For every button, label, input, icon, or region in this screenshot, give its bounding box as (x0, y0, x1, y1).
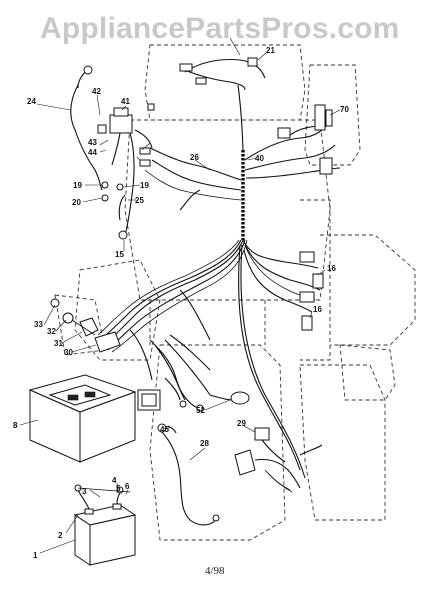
battery-box (28, 374, 137, 463)
upper-wiring (179, 57, 333, 175)
watermark: AppliancePartsPros.com (40, 12, 400, 45)
callout-40: 40 (255, 154, 264, 163)
callout-30: 30 (64, 348, 73, 357)
callout-45: 45 (160, 425, 169, 434)
chassis-outline (54, 44, 416, 541)
callout-19a: 19 (73, 181, 82, 190)
callout-20: 20 (72, 198, 81, 207)
callout-8: 8 (13, 421, 18, 430)
callout-28: 28 (200, 439, 209, 448)
page-footer: 4/98 (205, 565, 225, 577)
callout-21: 21 (266, 46, 275, 55)
solenoid-area (70, 65, 155, 240)
callout-19b: 19 (140, 181, 149, 190)
callout-25: 25 (135, 196, 144, 205)
battery (73, 484, 137, 566)
callout-44: 44 (88, 148, 97, 157)
callout-24: 24 (27, 97, 36, 106)
middle-components (137, 377, 250, 526)
leader-lines (19, 37, 341, 554)
callout-16a: 16 (327, 264, 336, 273)
callout-6: 6 (125, 482, 130, 491)
right-connectors (299, 251, 324, 331)
callout-4: 4 (112, 476, 117, 485)
callout-33: 33 (34, 320, 43, 329)
callout-32: 32 (47, 327, 56, 336)
callout-16b: 16 (313, 305, 322, 314)
callout-5: 5 (116, 484, 121, 493)
callout-3: 3 (82, 487, 87, 496)
callout-15: 15 (115, 250, 124, 259)
callout-labels: 1 2 3 4 5 6 8 15 16 16 19 19 20 21 24 25… (13, 46, 349, 560)
left-connectors (50, 298, 121, 353)
main-harness (97, 84, 341, 479)
callout-42: 42 (92, 87, 101, 96)
callout-70: 70 (340, 105, 349, 114)
callout-31: 31 (54, 339, 63, 348)
callout-2: 2 (58, 531, 63, 540)
callout-43: 43 (88, 138, 97, 147)
callout-1: 1 (33, 551, 38, 560)
callout-26: 26 (190, 153, 199, 162)
callout-52: 52 (196, 406, 205, 415)
callout-41: 41 (121, 97, 130, 106)
seat-switch-area (234, 427, 323, 493)
callout-29: 29 (237, 419, 246, 428)
